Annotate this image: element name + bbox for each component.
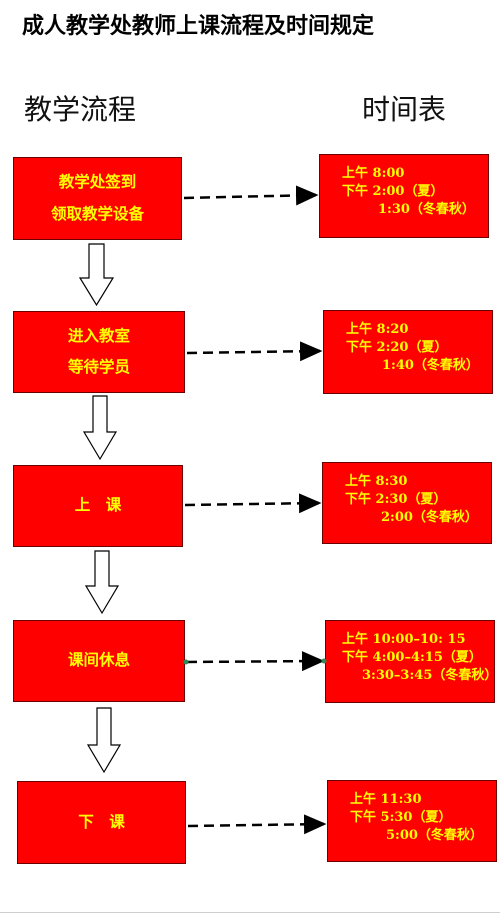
time-afternoon-other: 1:40（冬春秋）: [382, 358, 479, 373]
step-box-enter-classroom: 进入教室 等待学员: [13, 311, 185, 393]
connector-dot: [183, 659, 189, 665]
time-afternoon-other: 1:30（冬春秋）: [378, 202, 475, 217]
down-arrow-4: [86, 707, 122, 774]
schedule-header: 时间表: [362, 93, 447, 126]
time-afternoon-other: 2:00（冬春秋）: [381, 510, 478, 525]
dashed-arrow-1: [183, 185, 319, 206]
time-box-5: 上午 11:30 下午 5:30（夏） 5:00（冬春秋）: [327, 780, 497, 862]
step-label: 上 课: [74, 496, 122, 515]
time-box-1: 上午 8:00 下午 2:00（夏） 1:30（冬春秋）: [319, 154, 489, 238]
time-morning: 上午 8:20: [346, 322, 409, 337]
down-arrow-3: [84, 550, 120, 615]
step-box-class: 上 课: [13, 465, 183, 547]
connector-dot: [321, 658, 327, 664]
time-box-3: 上午 8:30 下午 2:30（夏） 2:00（冬春秋）: [322, 462, 492, 544]
time-afternoon-summer: 下午 5:30（夏）: [350, 810, 452, 825]
time-box-2: 上午 8:20 下午 2:20（夏） 1:40（冬春秋）: [323, 310, 493, 394]
step-box-dismiss: 下 课: [17, 781, 186, 864]
down-arrow-2: [82, 395, 118, 461]
step-label: 课间休息: [67, 651, 130, 670]
time-afternoon-summer: 下午 4:00–4:15（夏）: [342, 650, 482, 665]
step-box-break: 课间休息: [13, 620, 185, 702]
step-label: 教学处签到: [58, 173, 137, 191]
time-afternoon-other: 3:30–3:45（冬春秋）: [362, 668, 498, 683]
step-label: 下 课: [78, 812, 125, 831]
time-afternoon-other: 5:00（冬春秋）: [386, 828, 483, 843]
dashed-arrow-5: [187, 814, 327, 835]
time-morning: 上午 11:30: [350, 792, 422, 807]
time-morning: 上午 8:00: [342, 166, 405, 181]
dashed-arrow-2: [186, 341, 323, 362]
time-afternoon-summer: 下午 2:00（夏）: [342, 184, 444, 199]
page-title: 成人教学处教师上课流程及时间规定: [22, 14, 375, 39]
flow-header: 教学流程: [24, 93, 137, 126]
step-label: 等待学员: [67, 358, 130, 376]
step-label: 进入教室: [67, 326, 130, 345]
step-box-checkin: 教学处签到 领取教学设备: [13, 157, 182, 240]
dashed-arrow-4: [186, 651, 325, 672]
step-label: 领取教学设备: [50, 204, 144, 223]
page-divider: [0, 912, 500, 913]
dashed-arrow-3: [184, 493, 322, 514]
time-afternoon-summer: 下午 2:30（夏）: [345, 492, 447, 507]
time-morning: 上午 8:30: [345, 474, 408, 489]
time-afternoon-summer: 下午 2:20（夏）: [346, 340, 448, 355]
time-morning: 上午 10:00–10: 15: [342, 632, 466, 647]
down-arrow-1: [78, 243, 115, 307]
